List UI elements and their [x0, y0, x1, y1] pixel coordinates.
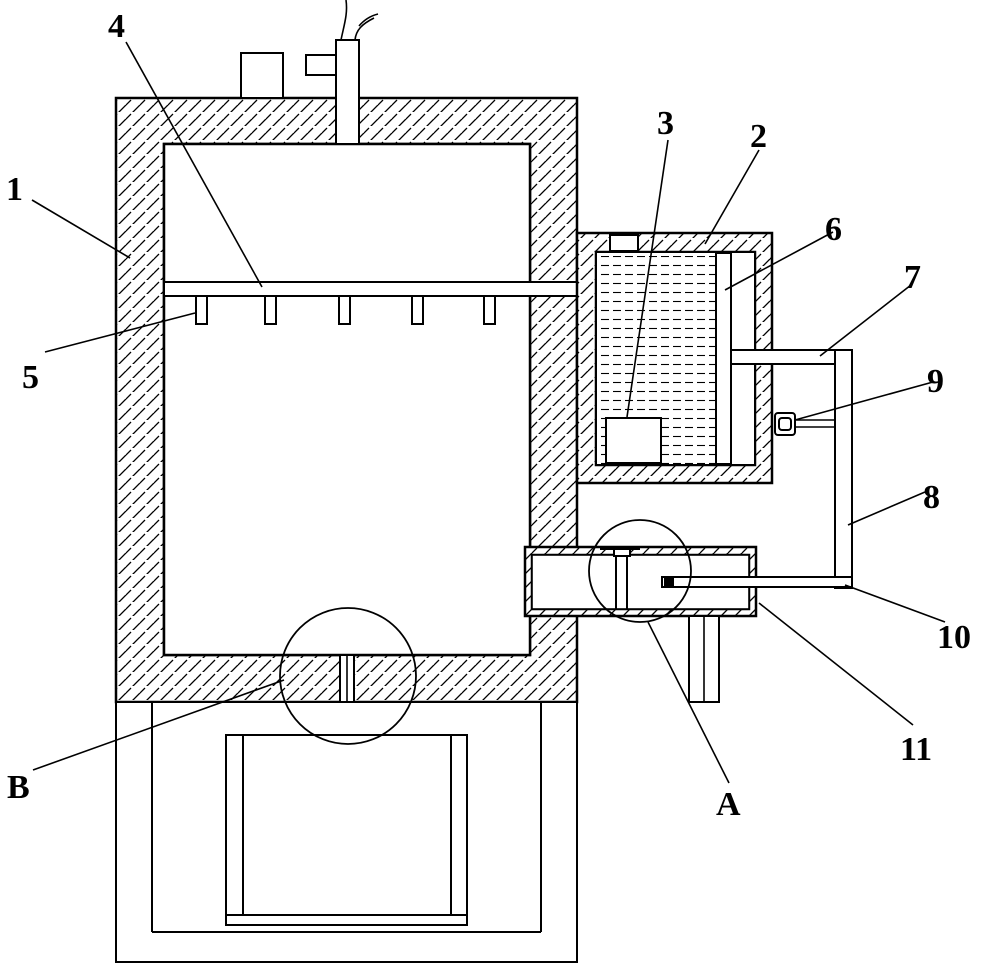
label-7: 7 — [904, 259, 921, 296]
label-1: 1 — [6, 171, 23, 208]
label-10: 10 — [937, 619, 971, 656]
pump — [605, 417, 662, 464]
collection-tray — [225, 734, 468, 926]
label-8: 8 — [923, 479, 940, 516]
label-a: A — [716, 786, 741, 823]
detail-circle-a — [588, 519, 692, 623]
leader-lines — [31, 41, 946, 784]
label-2: 2 — [750, 118, 767, 155]
top-box — [240, 52, 284, 99]
label-4: 4 — [108, 8, 125, 45]
detail-circle-b — [279, 607, 417, 745]
label-9: 9 — [927, 363, 944, 400]
label-6: 6 — [825, 211, 842, 248]
spray-nozzles — [195, 295, 496, 325]
callout-labels: 1 2 3 4 5 6 7 8 9 10 11 A B — [6, 8, 971, 823]
label-b: B — [7, 769, 30, 806]
main-housing — [114, 96, 579, 704]
piston-plate — [715, 252, 732, 465]
motor-fitting — [774, 412, 835, 436]
outlet-pipe — [688, 615, 720, 703]
label-3: 3 — [657, 105, 674, 142]
connecting-rod — [730, 349, 836, 365]
label-11: 11 — [900, 731, 932, 768]
push-rod — [661, 576, 853, 588]
label-5: 5 — [22, 359, 39, 396]
vertical-link — [834, 349, 853, 589]
inlet-pipe — [305, 0, 379, 145]
